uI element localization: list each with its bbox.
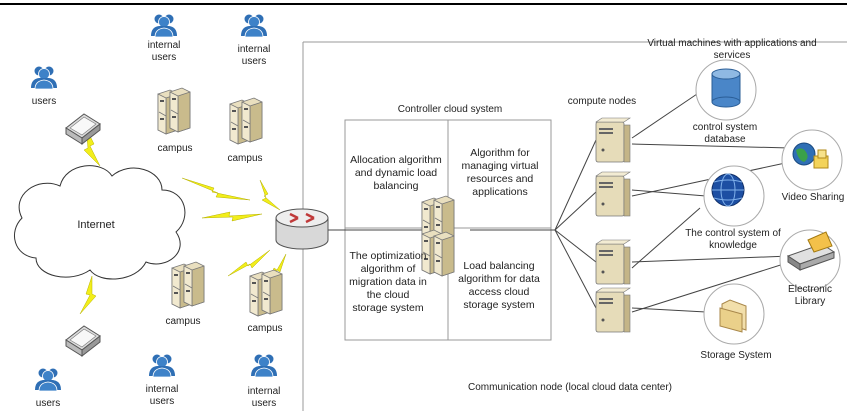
user-icon-internal-2 bbox=[240, 14, 268, 38]
knowledge-label: The control system of knowledge bbox=[685, 228, 781, 251]
campus-servers-1 bbox=[157, 87, 191, 135]
database-icon bbox=[711, 68, 741, 108]
internal-users-label: internal users bbox=[247, 386, 281, 409]
campus-label: campus bbox=[157, 143, 193, 154]
users-label: users bbox=[35, 398, 61, 409]
internet-label: Internet bbox=[77, 219, 115, 231]
video-sharing-icon bbox=[792, 142, 829, 169]
vm-label: Virtual machines with applications and s… bbox=[647, 38, 817, 61]
storage-label: Storage System bbox=[700, 350, 772, 361]
campus-servers-2 bbox=[229, 97, 263, 145]
library-icon bbox=[786, 231, 836, 271]
compute-node-2 bbox=[595, 171, 631, 217]
bolt-campus-3 bbox=[201, 211, 263, 222]
campus-label: campus bbox=[227, 153, 263, 164]
compute-node-3 bbox=[595, 239, 631, 285]
laptop-icon-bottom bbox=[65, 325, 101, 357]
user-icon-internal-1 bbox=[150, 14, 178, 38]
compute-node-1 bbox=[595, 117, 631, 163]
bolt-campus-2 bbox=[259, 179, 281, 211]
campus-label: campus bbox=[247, 323, 283, 334]
library-label: Electronic Library bbox=[788, 284, 832, 307]
user-icon-internal-3 bbox=[148, 354, 176, 378]
controller-title: Controller cloud system bbox=[397, 104, 503, 115]
quadrant-load-balancing: Load balancing algorithm for data access… bbox=[458, 260, 540, 311]
bolt-campus-1 bbox=[181, 177, 251, 201]
connection-lines bbox=[328, 91, 791, 313]
user-icon-top-left bbox=[30, 66, 58, 90]
bolt-campus-4 bbox=[227, 249, 271, 277]
quadrant-allocation: Allocation algorithm and dynamic load ba… bbox=[350, 154, 442, 192]
campus-label: campus bbox=[165, 316, 201, 327]
user-icon-bottom-left bbox=[34, 368, 62, 392]
campus-servers-4 bbox=[249, 269, 283, 317]
quadrant-migration: The optimization algorithm of migration … bbox=[349, 250, 427, 314]
folder-icon bbox=[719, 299, 747, 333]
compute-nodes-label: compute nodes bbox=[567, 96, 637, 107]
control-db-label: control system database bbox=[692, 122, 758, 145]
laptop-icon-top bbox=[65, 113, 101, 145]
quadrant-virtual-resources: Algorithm for managing virtual resources… bbox=[461, 147, 539, 198]
globe-icon bbox=[711, 173, 745, 207]
internal-users-label: internal users bbox=[147, 40, 181, 63]
video-sharing-label: Video Sharing bbox=[781, 192, 845, 203]
users-label: users bbox=[31, 96, 57, 107]
campus-servers-3 bbox=[171, 261, 205, 309]
bolt-laptop-bottom bbox=[79, 275, 97, 315]
internet-cloud bbox=[14, 165, 186, 280]
internal-users-label: internal users bbox=[237, 44, 271, 67]
datacenter-footer-label: Communication node (local cloud data cen… bbox=[468, 382, 672, 393]
compute-node-4 bbox=[595, 287, 631, 333]
user-icon-internal-4 bbox=[250, 354, 278, 378]
internal-users-label: internal users bbox=[145, 384, 179, 407]
router-icon bbox=[275, 208, 329, 250]
